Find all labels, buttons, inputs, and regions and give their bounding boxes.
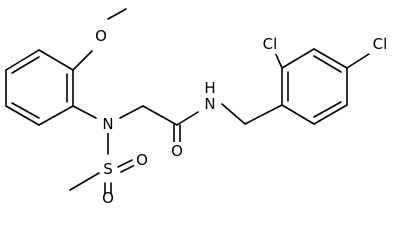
bond-ring2-double-c bbox=[313, 101, 342, 118]
bond-ring-o-methoxy bbox=[72, 50, 93, 71]
bond-ring2-cl-para bbox=[346, 51, 373, 69]
bond-ring2-5 bbox=[313, 104, 348, 125]
bond-ring1-3 bbox=[38, 105, 74, 126]
bond-nh-ch2 bbox=[221, 103, 246, 125]
bond-carbonyl-n bbox=[176, 111, 199, 126]
bond-ch2-ring2 bbox=[244, 104, 283, 125]
atom-o-methoxy: O bbox=[95, 27, 107, 45]
atom-h-amide: H bbox=[204, 79, 215, 97]
atom-cl-ortho: Cl bbox=[263, 35, 278, 53]
atom-o-sulfonyl-1: O bbox=[136, 151, 148, 169]
bond-ring2-double-b bbox=[313, 55, 342, 73]
atom-o-carbonyl: O bbox=[171, 142, 183, 160]
atom-cl-para: Cl bbox=[373, 35, 388, 53]
bonds bbox=[5, 8, 373, 197]
bond-ring1-double-c bbox=[11, 56, 40, 74]
bond-ring2-2 bbox=[281, 48, 315, 69]
bond-ring1-1 bbox=[38, 49, 74, 71]
atom-n-sulfonamide: N bbox=[102, 115, 113, 133]
bond-ring2-6 bbox=[281, 104, 315, 125]
bond-s-o1-a bbox=[117, 159, 133, 168]
atom-labels: O N S O O O N H Cl Cl bbox=[93, 27, 391, 206]
molecule-structure-diagram: O N S O O O N H Cl Cl bbox=[5, 8, 391, 206]
bond-n-ch2 bbox=[119, 105, 144, 119]
atom-n-amide: N bbox=[204, 95, 215, 113]
bond-ring1-double-b bbox=[11, 102, 40, 119]
bond-s-o1-b bbox=[120, 164, 136, 173]
bond-ring1-4 bbox=[5, 105, 40, 126]
bond-s-methyl bbox=[69, 172, 100, 191]
bond-ring-n bbox=[72, 105, 97, 119]
bond-ch2-carbonyl bbox=[142, 105, 178, 126]
bond-ring1-6 bbox=[5, 49, 40, 71]
bond-ring2-3 bbox=[313, 48, 348, 69]
atom-s-sulfonyl: S bbox=[103, 160, 113, 178]
bond-o-methyl bbox=[107, 8, 127, 20]
atom-o-sulfonyl-2: O bbox=[102, 189, 114, 206]
